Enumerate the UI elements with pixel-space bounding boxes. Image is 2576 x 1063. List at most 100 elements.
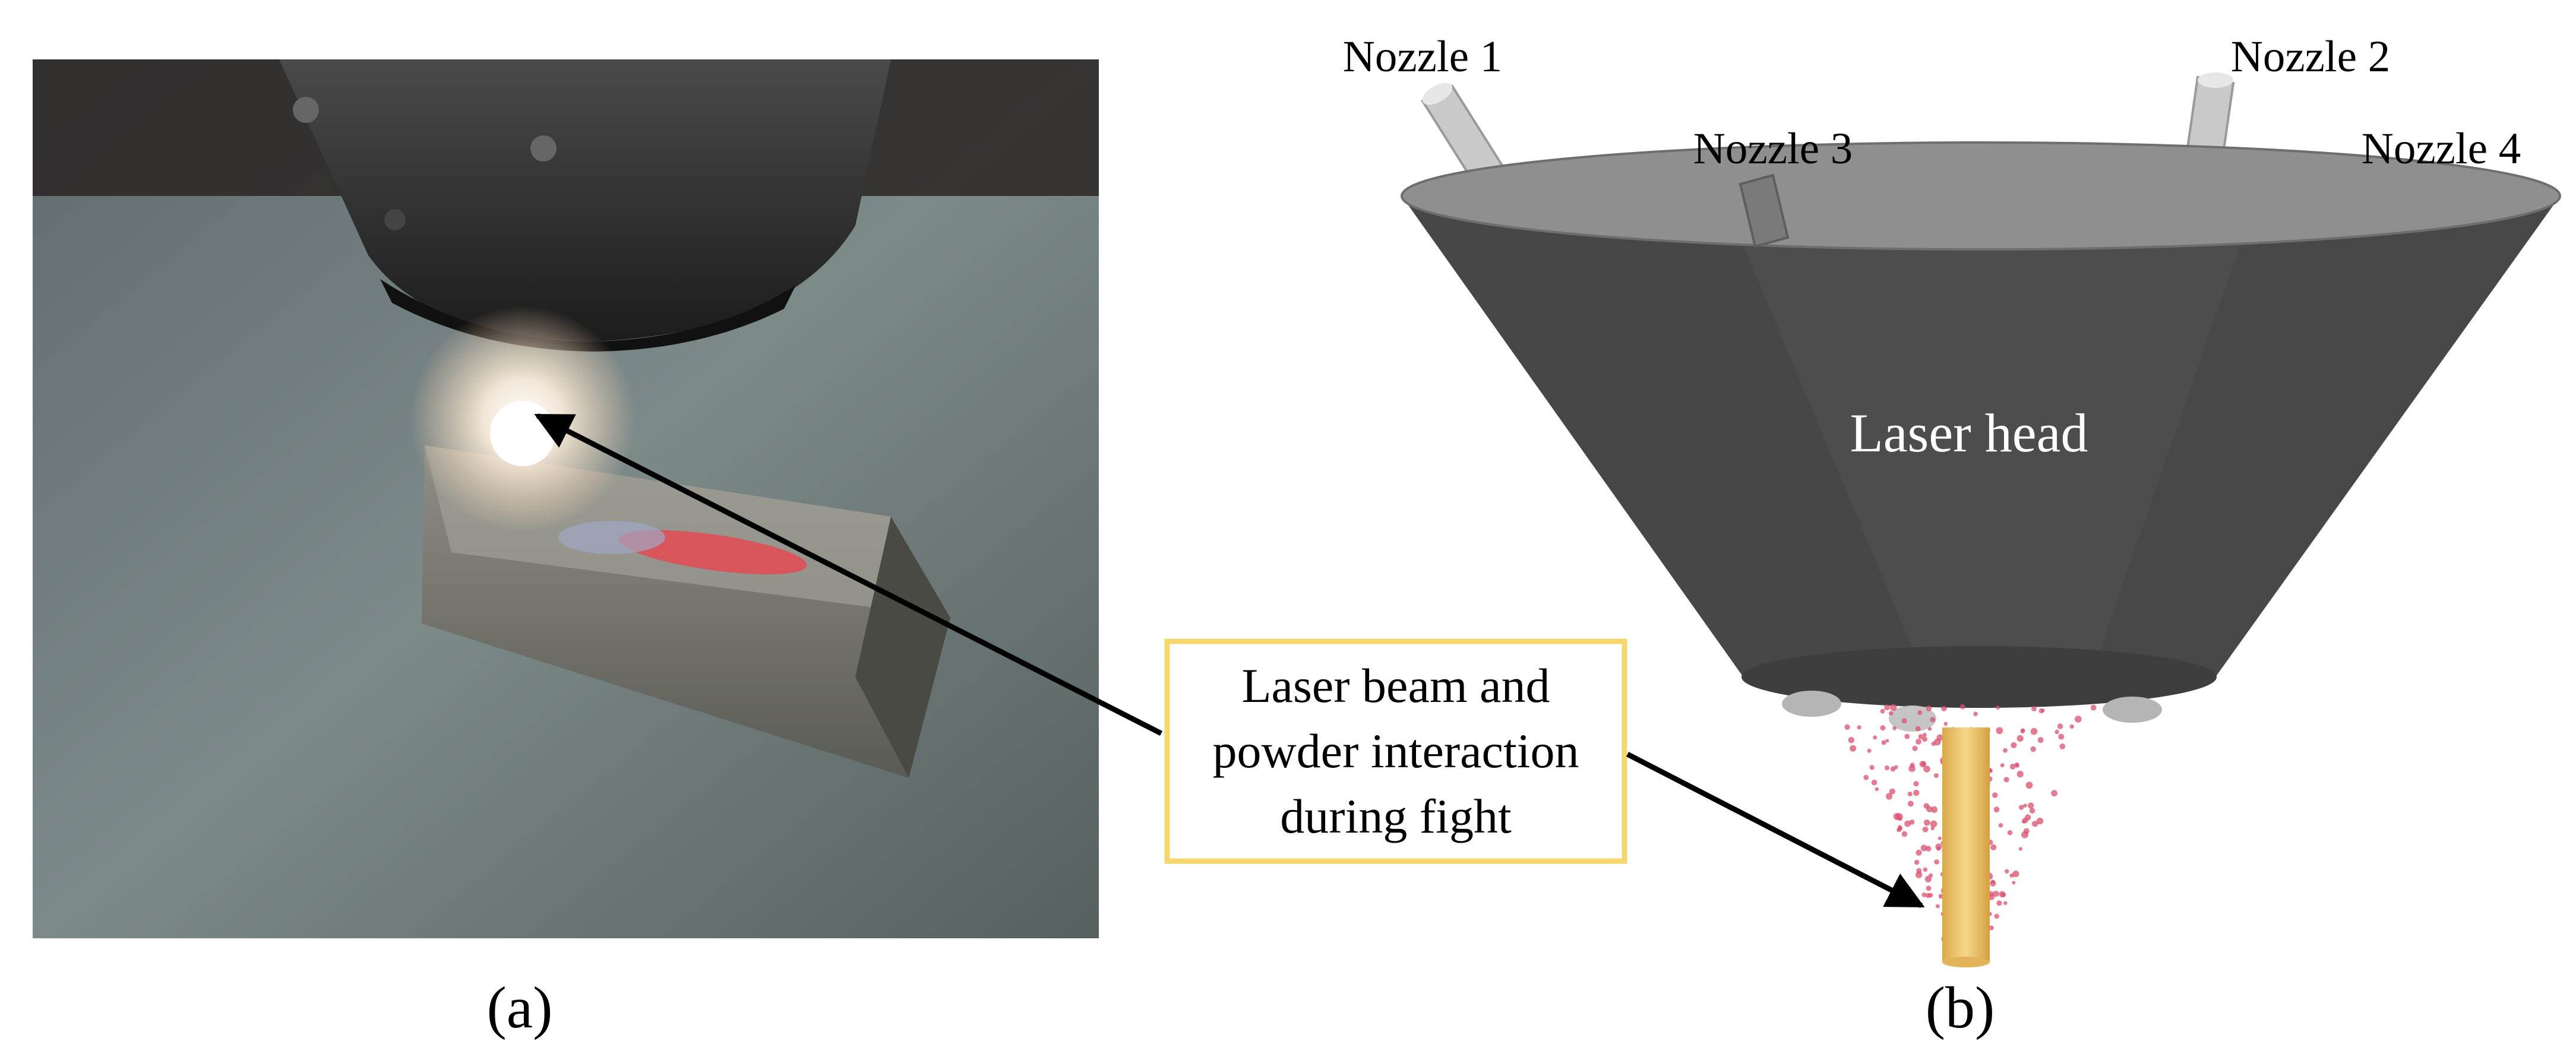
powder-particle bbox=[2009, 763, 2016, 770]
nozzle-4-label: Nozzle 4 bbox=[2362, 124, 2521, 173]
powder-particle bbox=[2027, 802, 2034, 809]
powder-particle bbox=[1993, 806, 2000, 813]
powder-particle bbox=[1873, 735, 1878, 740]
powder-particle bbox=[1850, 745, 1857, 752]
powder-particle bbox=[1923, 803, 1930, 809]
photo-laser-head bbox=[279, 59, 891, 341]
nozzle-2-opening bbox=[2198, 72, 2233, 88]
photo-deposit-track bbox=[558, 521, 665, 554]
callout-line-1: Laser beam and bbox=[1241, 659, 1550, 713]
powder-particle bbox=[1910, 763, 1915, 768]
powder-particle bbox=[1889, 704, 1897, 711]
powder-particle bbox=[1844, 724, 1850, 730]
powder-particle bbox=[1996, 900, 2002, 906]
photo-block-side bbox=[855, 517, 950, 778]
powder-particle bbox=[2051, 790, 2058, 797]
powder-particle bbox=[1898, 825, 1902, 830]
photo-laser-spot bbox=[490, 401, 555, 466]
powder-particle bbox=[2041, 708, 2045, 713]
powder-particle bbox=[1989, 925, 1994, 931]
powder-particle bbox=[1996, 727, 2003, 735]
powder-particle bbox=[1931, 806, 1937, 813]
powder-particle bbox=[1915, 871, 1923, 878]
powder-particle bbox=[1916, 849, 1922, 856]
powder-particle bbox=[1931, 741, 1936, 746]
powder-particle bbox=[1930, 820, 1937, 828]
powder-particle bbox=[1936, 904, 1940, 909]
powder-particle bbox=[2009, 873, 2014, 878]
powder-particle bbox=[2003, 748, 2008, 753]
powder-particle bbox=[1994, 913, 1999, 919]
powder-particle bbox=[1921, 761, 1926, 767]
photo-bolt-icon bbox=[293, 97, 319, 123]
laser-head-label: Laser head bbox=[1850, 403, 2088, 463]
powder-particle bbox=[1893, 813, 1901, 820]
powder-particle bbox=[2031, 706, 2037, 711]
powder-particle bbox=[1863, 774, 1869, 780]
powder-particle bbox=[1885, 793, 1893, 800]
powder-particle bbox=[1907, 792, 1913, 797]
powder-particle bbox=[1993, 890, 1999, 897]
nozzle-3-tube bbox=[1739, 173, 1790, 248]
nozzle-2-label: Nozzle 2 bbox=[2231, 32, 2391, 81]
powder-particle bbox=[1926, 885, 1932, 891]
powder-particle bbox=[2011, 742, 2017, 748]
powder-particle bbox=[2029, 808, 2035, 814]
powder-particle bbox=[1920, 844, 1927, 852]
powder-particle bbox=[2055, 729, 2059, 735]
powder-particle bbox=[1924, 875, 1932, 882]
powder-particle bbox=[1928, 893, 1933, 898]
powder-particle bbox=[2090, 704, 2097, 711]
panel-a-photo bbox=[33, 59, 1099, 938]
powder-particle bbox=[2003, 901, 2008, 905]
powder-particle bbox=[1941, 705, 1947, 711]
powder-particle bbox=[1885, 765, 1889, 770]
powder-particle bbox=[1867, 748, 1872, 753]
powder-particle bbox=[2037, 737, 2044, 744]
powder-particle bbox=[1934, 773, 1939, 778]
powder-particle bbox=[1926, 705, 1932, 711]
powder-particle bbox=[1996, 705, 2000, 710]
powder-particle bbox=[1884, 704, 1890, 711]
callout: Laser beam and powder interaction during… bbox=[1164, 638, 1627, 864]
callout-line-3: during fight bbox=[1280, 789, 1512, 843]
powder-particle bbox=[1922, 736, 1927, 742]
nozzle-exit bbox=[1782, 691, 1841, 717]
powder-particle bbox=[2012, 881, 2016, 885]
powder-particle bbox=[1909, 820, 1915, 825]
powder-particle bbox=[1992, 792, 1998, 798]
nozzle-1-opening bbox=[1422, 83, 1453, 105]
cone-shade-left bbox=[1402, 196, 1924, 677]
callout-box bbox=[1164, 638, 1627, 864]
panel-a-caption: (a) bbox=[487, 975, 553, 1040]
powder-particle bbox=[1959, 704, 1965, 710]
powder-particle bbox=[2005, 869, 2009, 874]
powder-particle bbox=[1869, 765, 1875, 770]
powder-particle bbox=[1921, 892, 1927, 897]
laser-beam bbox=[1942, 727, 1990, 962]
powder-particle bbox=[1888, 711, 1894, 716]
powder-particle bbox=[2036, 817, 2044, 825]
powder-particle bbox=[1880, 725, 1886, 731]
powder-particle bbox=[2025, 782, 2033, 789]
powder-particle bbox=[2019, 805, 2024, 810]
powder-particle bbox=[1973, 711, 1978, 716]
powder-particle bbox=[1904, 820, 1911, 827]
powder-particle bbox=[1990, 880, 1996, 887]
powder-particle bbox=[1916, 739, 1921, 745]
powder-particle bbox=[1915, 726, 1921, 732]
nozzle-exit bbox=[1889, 705, 1936, 732]
powder-particle bbox=[1923, 867, 1927, 872]
nozzle-3-label: Nozzle 3 bbox=[1693, 124, 1853, 173]
powder-particle bbox=[1907, 801, 1914, 807]
powder-particle bbox=[1901, 718, 1907, 724]
powder-particle bbox=[1871, 779, 1878, 786]
powder-particle bbox=[1917, 710, 1923, 716]
powder-particle bbox=[2000, 763, 2005, 768]
powder-particle bbox=[2058, 733, 2065, 740]
powder-particle bbox=[2014, 762, 2019, 767]
arrow-to-photo bbox=[534, 413, 1163, 736]
powder-particle bbox=[1998, 823, 2003, 828]
arrow-to-beam bbox=[1626, 751, 1925, 909]
